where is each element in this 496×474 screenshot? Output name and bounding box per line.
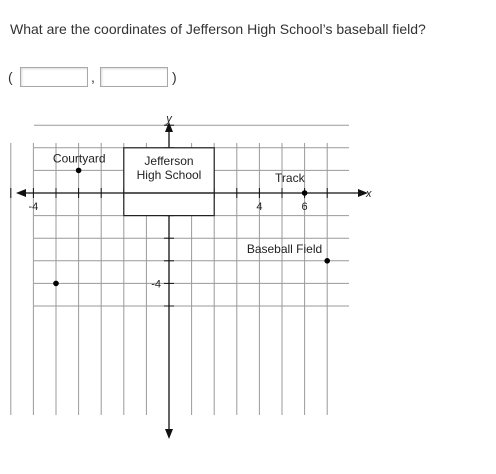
open-paren: ( (8, 69, 13, 85)
x-axis-arrow-left (16, 189, 26, 197)
school-label-line2: High School (137, 168, 202, 182)
close-paren: ) (172, 69, 177, 85)
point-courtyard-label: Courtyard (53, 151, 106, 165)
y-tick-label: -4 (151, 278, 161, 290)
points: Flag PoleParking Lot AParking Lot BCourt… (53, 151, 331, 287)
point-baseball-field-label: Baseball Field (247, 242, 322, 256)
school-building (123, 147, 215, 217)
x-axis-label: x (365, 188, 372, 200)
y-coordinate-input[interactable] (100, 67, 168, 87)
point-unlabeled (53, 280, 59, 287)
y-axis-arrow-down (165, 429, 173, 439)
point-courtyard (75, 167, 82, 174)
y-axis-label: y (165, 113, 173, 125)
x-tick-label: 4 (256, 201, 262, 213)
x-axis-arrow-right (358, 189, 368, 197)
y-axis-arrow-up (165, 122, 173, 132)
x-tick-label: 6 (302, 201, 308, 213)
point-track-label: Track (275, 171, 306, 185)
tick-labels: -4464-4 (29, 201, 308, 290)
school-label-line1: Jefferson (144, 154, 193, 168)
comma-separator: , (91, 69, 95, 85)
point-track (301, 190, 308, 196)
question-text: What are the coordinates of Jefferson Hi… (10, 21, 426, 37)
x-coordinate-input[interactable] (20, 67, 88, 87)
coordinate-grid: Jefferson High School -4464-4 x y Flag P… (10, 113, 372, 439)
point-baseball-field (324, 258, 331, 264)
x-tick-label: -4 (29, 201, 39, 213)
